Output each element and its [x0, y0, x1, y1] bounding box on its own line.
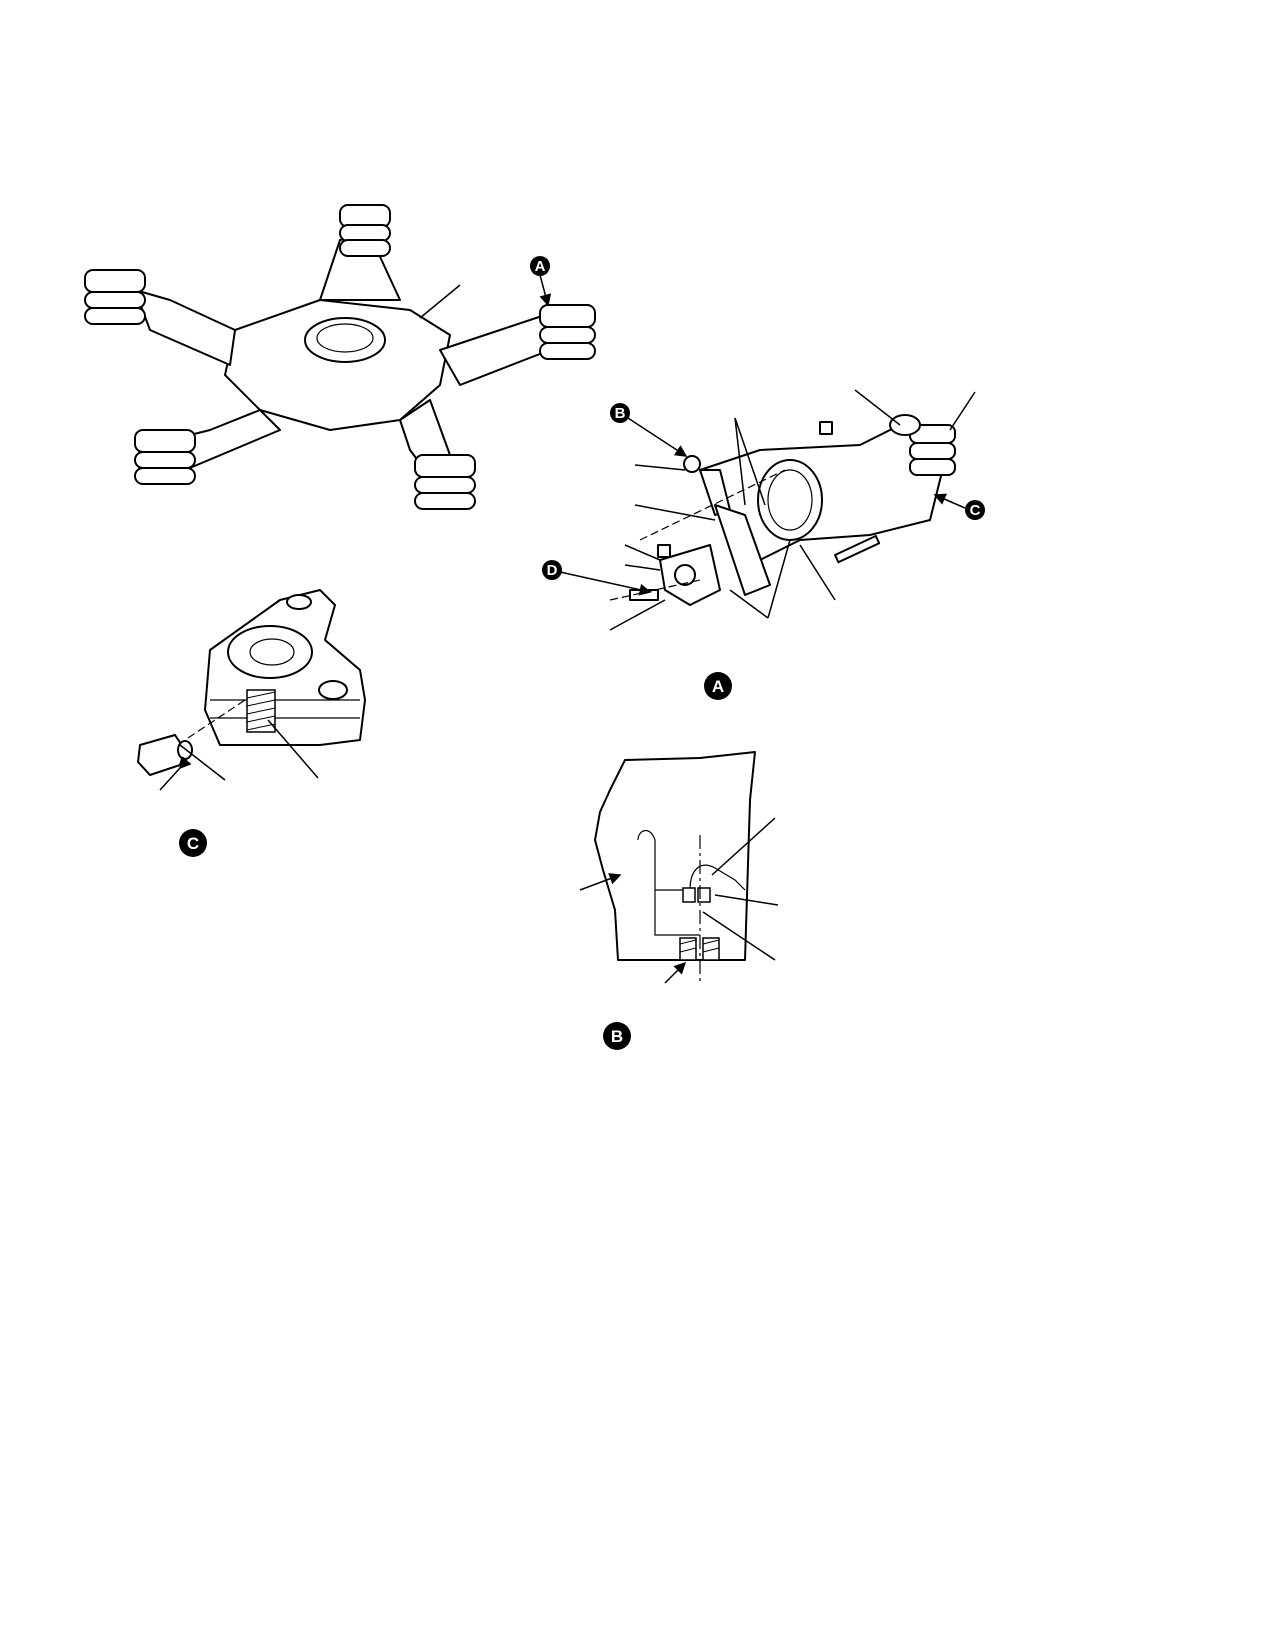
view-c-label: C [179, 829, 207, 857]
wear-area-hatch [246, 689, 276, 733]
detail-view-b [579, 751, 779, 985]
callout-main-a-text: A [535, 258, 546, 275]
view-a-label-text: A [712, 677, 724, 696]
blade-grip-lower-left [134, 429, 196, 485]
callout-view-a-b: B [610, 403, 630, 423]
view-b-label-text: B [611, 1027, 623, 1046]
view-b-label: B [603, 1022, 631, 1050]
detail-view-a [559, 389, 976, 631]
blade-grip-right [539, 304, 596, 360]
blade-grip-top [339, 204, 391, 257]
rotor-hub-assembly [84, 204, 596, 510]
callout-view-a-c: C [965, 500, 985, 520]
callout-main-a: A [530, 256, 550, 276]
view-c-label-text: C [187, 834, 199, 853]
callout-view-a-b-text: B [615, 405, 626, 422]
callout-view-a-c-text: C [970, 502, 981, 519]
blade-grip-left [84, 269, 146, 325]
view-a-label: A [704, 672, 732, 700]
callout-view-a-d-text: D [547, 562, 558, 579]
blade-grip-bottom [414, 454, 476, 510]
detail-view-c [137, 589, 366, 791]
callout-view-a-d: D [542, 560, 562, 580]
